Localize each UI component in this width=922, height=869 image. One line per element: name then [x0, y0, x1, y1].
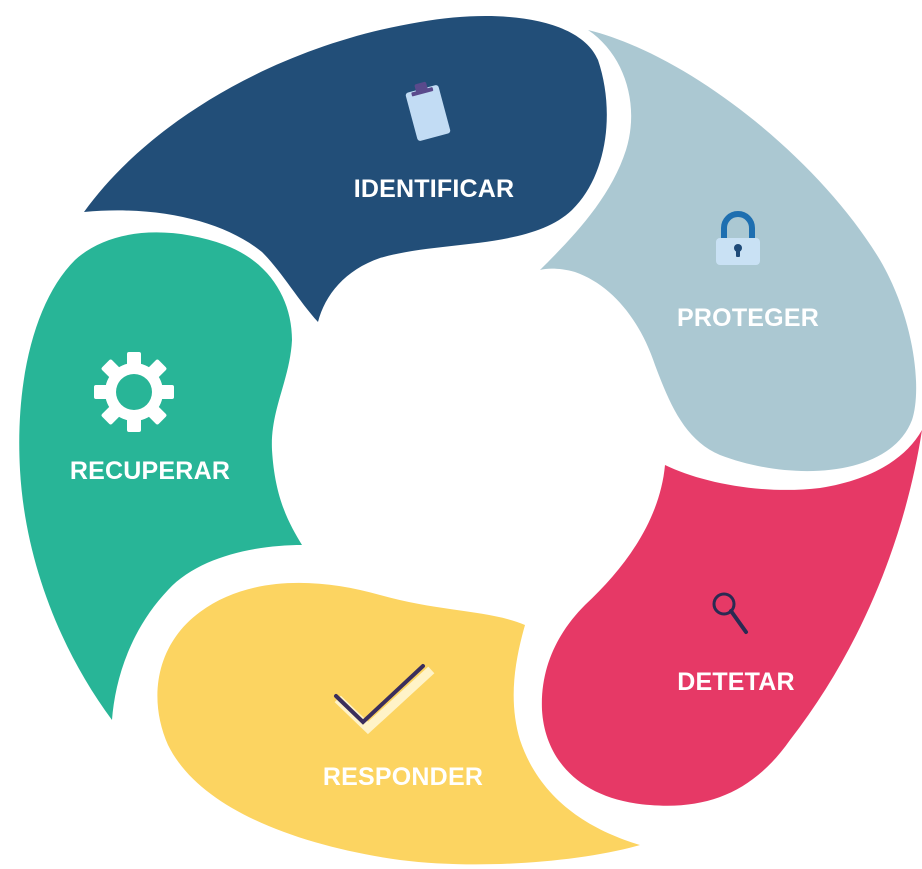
segment-identify-shape — [84, 16, 607, 322]
magnifier-icon — [712, 592, 748, 634]
clipboard-icon — [405, 81, 451, 141]
padlock-icon — [716, 211, 760, 265]
segment-detect-label: DETETAR — [677, 668, 795, 696]
segment-respond-shape — [157, 582, 640, 865]
segment-protect-label: PROTEGER — [677, 304, 819, 332]
segment-recover-label: RECUPERAR — [70, 457, 230, 485]
segment-detect: DETETAR — [541, 430, 922, 806]
segment-respond-label: RESPONDER — [323, 763, 483, 791]
segment-detect-shape — [541, 430, 922, 806]
segment-protect: PROTEGER — [540, 30, 917, 472]
segment-identify-label: IDENTIFICAR — [354, 175, 515, 203]
gear-icon — [94, 352, 174, 432]
segment-identify: IDENTIFICAR — [84, 16, 607, 322]
checkmark-icon — [334, 664, 435, 735]
segment-recover-shape — [19, 232, 302, 720]
segment-recover: RECUPERAR — [19, 232, 302, 720]
segment-respond: RESPONDER — [157, 582, 640, 865]
